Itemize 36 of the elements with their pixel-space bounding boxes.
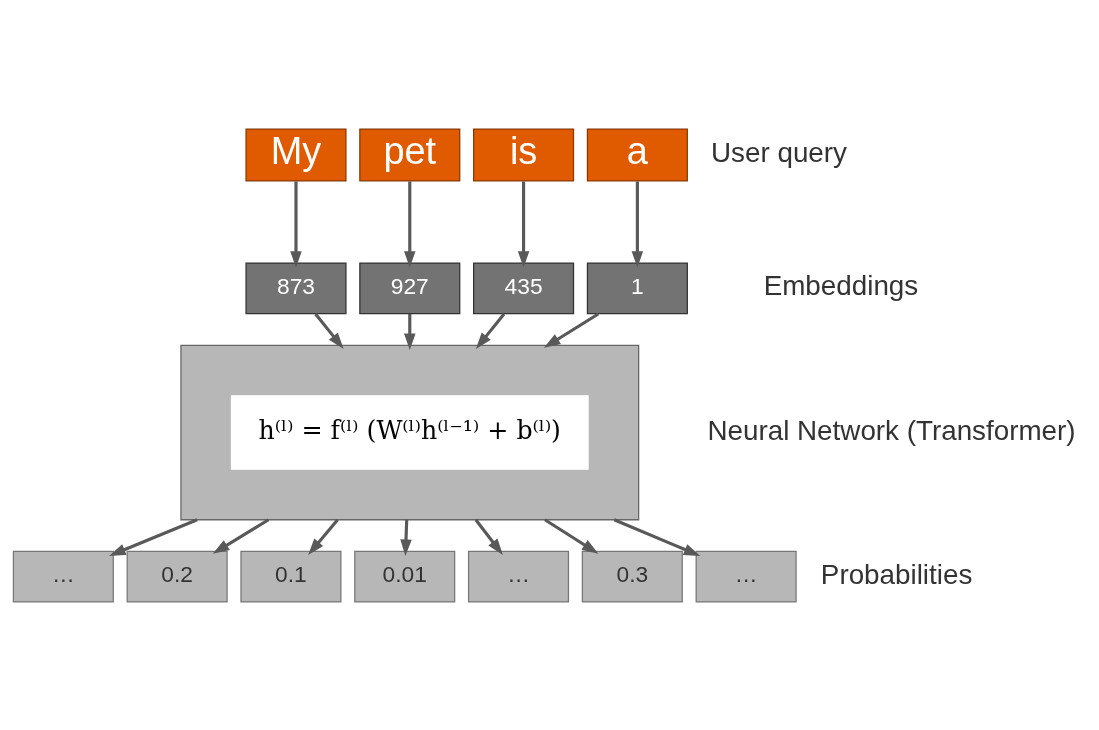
arrow: [544, 517, 599, 554]
arrow: [212, 517, 270, 554]
label: Neural Network (Transformer): [707, 414, 1076, 446]
arrow: [404, 181, 416, 268]
node-box: a: [586, 127, 688, 182]
label: Embeddings: [763, 269, 919, 301]
cluster: [180, 344, 640, 520]
node-box: pet: [359, 127, 461, 182]
arrow: [475, 312, 506, 349]
label: Probabilities: [820, 558, 973, 590]
arrow: [543, 312, 600, 348]
arrow: [474, 518, 503, 555]
node-box: 927: [359, 261, 461, 314]
node-box: …: [12, 550, 114, 603]
arrow: [290, 181, 302, 268]
node-box: …: [695, 550, 797, 603]
label: User query: [711, 136, 847, 168]
arrow: [109, 517, 198, 556]
arrow: [517, 181, 530, 268]
arrow: [308, 518, 339, 555]
node-box: h⁽ˡ⁾ = f⁽ˡ⁾ (W⁽ˡ⁾h⁽ˡ⁻¹⁾ + b⁽ˡ⁾): [230, 394, 589, 470]
node-box: 0.01: [354, 550, 456, 603]
node-box: 0.2: [126, 550, 228, 603]
node-box: My: [245, 127, 347, 182]
node-box: 435: [473, 261, 575, 314]
arrow: [613, 517, 701, 556]
node-box: 0.1: [240, 550, 342, 603]
node-box: 0.3: [581, 550, 683, 603]
arrow: [404, 313, 416, 350]
arrow: [631, 181, 644, 268]
arrow: [314, 312, 344, 349]
arrow: [400, 519, 412, 556]
node-box: …: [467, 550, 570, 603]
node-box: 873: [245, 261, 347, 314]
node-box: is: [473, 127, 575, 182]
node-box: 1: [586, 261, 688, 314]
